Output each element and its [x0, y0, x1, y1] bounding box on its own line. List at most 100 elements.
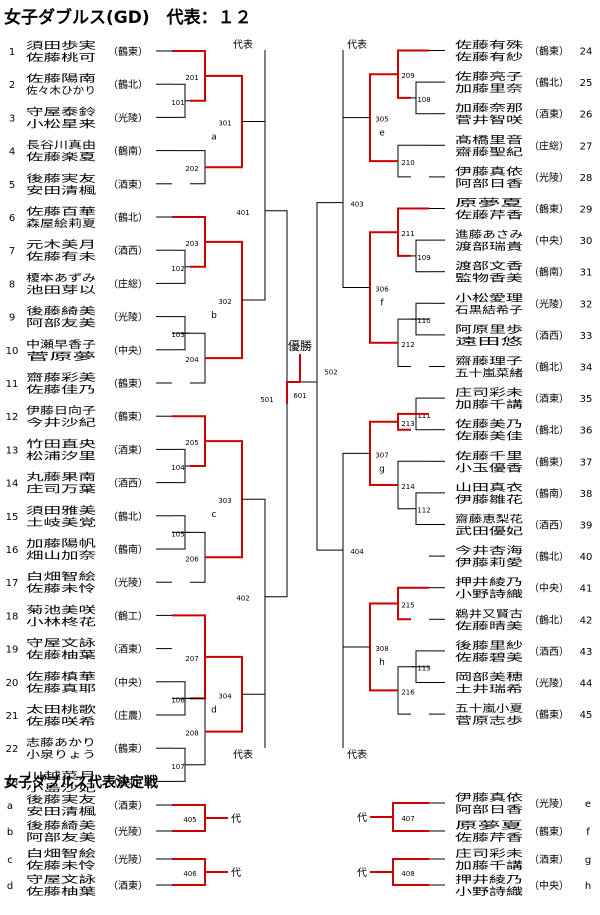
- left-team-number: 10: [6, 346, 19, 357]
- right-team-number: 35: [580, 394, 593, 405]
- left-r3-match-number: 302: [218, 298, 231, 306]
- left-team-player-2: 畑山加奈: [26, 549, 96, 562]
- left-team-club: （酒西）: [108, 245, 148, 257]
- left-team-club: （鶴工）: [108, 609, 148, 622]
- left-r2-match-number: 208: [185, 730, 198, 738]
- left-team-player-1: 丸藤果南: [26, 471, 96, 484]
- right-team-number: 36: [580, 426, 593, 437]
- left-team-player-1: 志藤あかり: [26, 736, 96, 749]
- right-team-club: （中央）: [529, 582, 569, 595]
- left-r2-match-number: 205: [185, 439, 198, 447]
- right-team-number: 32: [580, 299, 593, 310]
- right-team-player-2: 佐藤碧美: [455, 651, 523, 664]
- right-r2-match-number: 213: [401, 420, 414, 428]
- left-r2-match-number: 207: [185, 655, 198, 663]
- left-team-number: 18: [6, 611, 19, 622]
- right-team-club: （鶴北）: [529, 613, 569, 626]
- left-team-player-2: 小林柊花: [26, 615, 96, 628]
- right-team-player-2: 齋藤聖紀: [455, 145, 523, 158]
- right-team-player-1: 伊藤真依: [455, 165, 523, 178]
- playoff-right-player-2: 加藤千講: [455, 859, 523, 872]
- right-team-number: 43: [580, 647, 593, 658]
- left-team-player-2: 菅原夢: [26, 350, 96, 363]
- left-block-letter: b: [211, 311, 217, 321]
- right-team-player-2: 佐藤芹香: [455, 210, 523, 222]
- right-team-player-1: 小松愛理: [455, 291, 523, 304]
- right-team-player-2: 渡部瑞貴: [455, 240, 523, 253]
- left-team-player-1: 後藤実友: [26, 172, 96, 185]
- right-team-player-1: 岡部美穂: [455, 671, 523, 684]
- right-team-club: （鶴東）: [529, 45, 569, 58]
- right-team-player-1: 山田真衣: [455, 481, 523, 494]
- left-team-number: 15: [6, 512, 19, 523]
- left-team-club: （酒東）: [108, 178, 148, 191]
- left-team-club: （鶴北）: [108, 78, 148, 91]
- left-team-player-1: 中瀬早香子: [26, 338, 96, 351]
- left-team-player-2: 池田芽以: [26, 283, 96, 296]
- right-team-player-2: 佐藤有紗: [455, 51, 523, 64]
- left-team-club: （光陵）: [108, 311, 148, 324]
- right-team-player-1: 髙橋里音: [455, 133, 523, 146]
- right-r4-match-number: 404: [350, 548, 364, 556]
- right-team-player-1: 押井綾乃: [455, 576, 523, 589]
- left-semi-bracket: [265, 210, 288, 598]
- left-team-club: （庄総）: [108, 277, 148, 290]
- playoff-right-letter: e: [585, 799, 591, 810]
- right-team-number: 41: [580, 584, 593, 595]
- left-team-number: 8: [9, 279, 15, 290]
- playoff-left-player-1: 守屋文詠: [26, 873, 96, 886]
- left-team-player-1: 齋藤彩美: [26, 371, 96, 384]
- left-team-club: （酒西）: [108, 478, 148, 490]
- playoff-left-match-number: 405: [183, 816, 196, 824]
- playoff-right-letter: g: [585, 855, 591, 866]
- left-team-player-1: 太田桃歌: [26, 703, 96, 716]
- right-r2-match-number: 210: [401, 159, 414, 167]
- right-r2-match-number: 209: [401, 72, 414, 80]
- left-r1-match-number: 102: [171, 265, 184, 273]
- right-team-player-2: 加藤里奈: [455, 82, 523, 95]
- playoff-right-club: （鶴東）: [529, 825, 569, 838]
- left-rep-label-bottom: 代表: [233, 748, 253, 761]
- right-team-club: （酒西）: [529, 330, 569, 342]
- left-team-club: （酒東）: [108, 443, 148, 456]
- right-team-number: 30: [580, 236, 593, 247]
- right-team-number: 40: [580, 552, 593, 563]
- left-team-player-1: 菊池美咲: [26, 603, 96, 616]
- left-block-letter: a: [211, 133, 217, 143]
- playoff-right-match-number: 407: [401, 815, 414, 823]
- left-r4-match-number: 402: [236, 595, 249, 603]
- playoff-left-letter: c: [7, 855, 13, 866]
- left-team-player-1: 加藤陽帆: [26, 537, 96, 550]
- right-team-club: （庄総）: [529, 139, 569, 152]
- left-team-club: （鶴東）: [108, 410, 148, 423]
- right-team-club: （酒東）: [529, 392, 569, 405]
- left-team-player-2: 今井沙紀: [26, 416, 96, 429]
- playoff-left-player-1: 後藤実友: [26, 793, 96, 806]
- left-team-club: （光陵）: [108, 111, 148, 124]
- left-team-player-2: 佐藤咲希: [26, 715, 96, 728]
- left-block-letter: d: [211, 705, 217, 715]
- playoff-left-letter: a: [7, 801, 13, 812]
- playoff-left-player-1: 後藤綺美: [26, 819, 96, 832]
- right-r1-match-number: 112: [417, 507, 430, 515]
- right-team-player-2: 土井瑞希: [455, 683, 523, 696]
- left-team-club: （鶴東）: [108, 377, 148, 390]
- playoff-right-rep-label: 代: [357, 812, 367, 824]
- left-team-number: 16: [6, 545, 19, 556]
- playoff-left-match-number: 406: [183, 870, 197, 878]
- left-team-player-1: 佐藤槙華: [26, 670, 96, 683]
- left-r2-match-number: 202: [185, 165, 198, 173]
- left-team-player-1: 守屋泰鈴: [26, 105, 96, 118]
- left-block-letter: c: [212, 510, 217, 520]
- left-team-number: 2: [9, 80, 15, 91]
- left-team-player-2: 佐藤真耶: [26, 682, 96, 695]
- left-team-number: 5: [9, 180, 15, 191]
- left-team-player-2: 佐藤桃可: [26, 51, 96, 64]
- right-team-player-1: 庄司彩未: [455, 386, 523, 399]
- playoff-right-player-2: 小野詩織: [455, 885, 523, 898]
- right-team-number: 44: [580, 679, 593, 690]
- left-r1-match-number: 104: [171, 464, 185, 472]
- right-r4-match-number: 403: [350, 201, 363, 209]
- right-team-player-2: 佐藤美佳: [455, 430, 523, 443]
- left-team-player-2: 庄司万葉: [26, 483, 96, 496]
